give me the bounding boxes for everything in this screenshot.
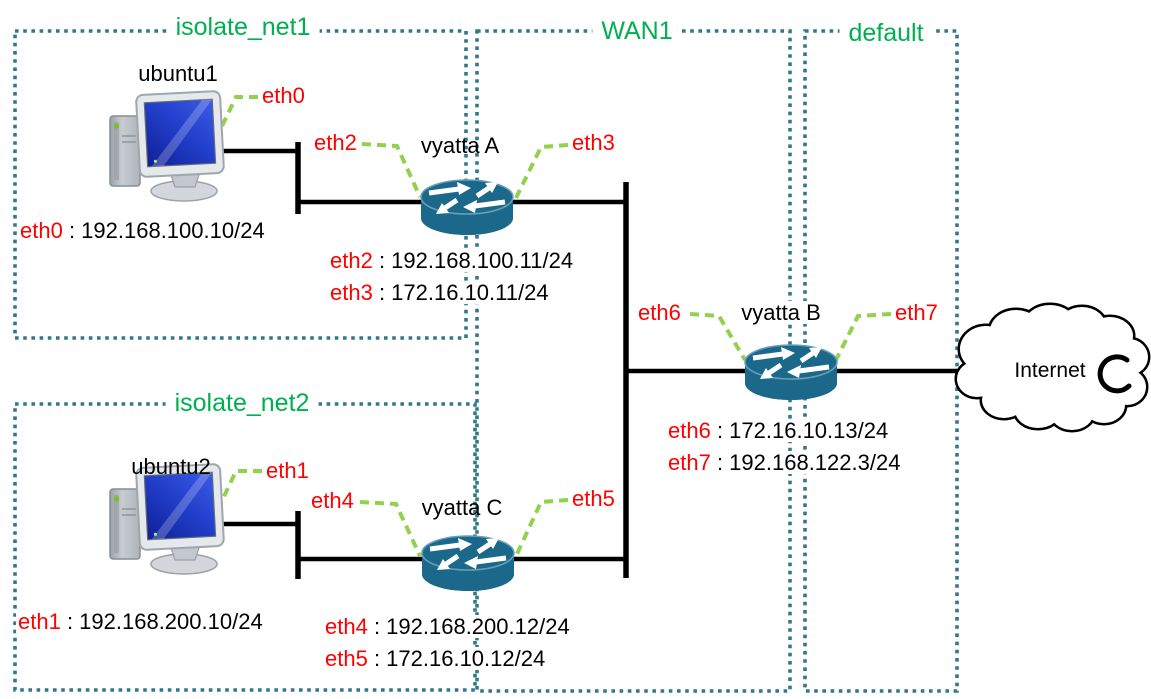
interface-tag-eth4: eth4 <box>311 488 354 513</box>
ip-label-eth2-iface: eth2 <box>330 248 373 273</box>
desktop-pc-icon-ubuntu2 <box>109 462 226 575</box>
ip-label-eth4-address: 192.168.200.12/24 <box>386 614 570 639</box>
ip-label-eth0: eth0 : 192.168.100.10/24 <box>18 218 267 243</box>
leader-eth6 <box>689 312 747 362</box>
ip-separator: : <box>710 450 730 475</box>
ip-label-eth4-iface: eth4 <box>325 614 368 639</box>
ip-label-eth7: eth7 : 192.168.122.3/24 <box>666 450 903 475</box>
ip-label-eth2: eth2 : 192.168.100.11/24 <box>328 248 576 273</box>
ip-label-eth2-address: 192.168.100.11/24 <box>391 248 574 273</box>
interface-tag-eth3: eth3 <box>572 130 615 155</box>
interface-tag-eth2: eth2 <box>314 130 357 155</box>
ip-separator: : <box>372 280 392 305</box>
ip-label-eth1-iface: eth1 <box>18 609 61 634</box>
interface-tag-eth6: eth6 <box>638 300 681 325</box>
ip-label-eth5-address: 172.16.10.12/24 <box>386 646 546 671</box>
ip-label-eth6: eth6 : 172.16.10.13/24 <box>666 418 891 443</box>
zone-label-wan1: WAN1 <box>592 18 682 44</box>
zone-label-isolate-net2: isolate_net2 <box>165 390 319 416</box>
ip-label-eth0-iface: eth0 <box>20 218 63 243</box>
interface-tag-eth0: eth0 <box>262 83 305 108</box>
ip-label-eth4: eth4 : 192.168.200.12/24 <box>323 614 572 639</box>
zone-label-isolate-net1: isolate_net1 <box>166 14 320 40</box>
ip-label-eth5: eth5 : 172.16.10.12/24 <box>323 646 548 671</box>
ip-label-eth3: eth3 : 172.16.10.11/24 <box>328 280 551 305</box>
ip-separator: : <box>367 646 387 671</box>
ip-label-eth0-address: 192.168.100.10/24 <box>81 218 265 243</box>
ip-label-eth1: eth1 : 192.168.200.10/24 <box>16 609 265 634</box>
ip-label-eth5-iface: eth5 <box>325 646 368 671</box>
leader-eth7 <box>834 312 892 361</box>
zone-label-default: default <box>839 20 933 46</box>
internet-cloud-icon <box>954 302 1151 433</box>
interface-tag-eth5: eth5 <box>572 486 615 511</box>
device-label-ubuntu1: ubuntu1 <box>138 61 218 86</box>
leader-eth3 <box>514 143 569 199</box>
cloud-curl-detail <box>1097 354 1132 394</box>
ip-separator: : <box>372 248 392 273</box>
ip-separator: : <box>62 218 82 243</box>
device-label-ubuntu2: ubuntu2 <box>131 454 211 479</box>
interface-tag-eth1: eth1 <box>266 458 309 483</box>
zone-wan1-border <box>475 29 792 693</box>
ip-label-eth7-iface: eth7 <box>668 450 711 475</box>
ip-label-eth3-address: 172.16.10.11/24 <box>391 280 549 305</box>
ip-separator: : <box>367 614 387 639</box>
device-label-vyatta-a: vyatta A <box>420 133 500 158</box>
router-icon-vyatta-b <box>745 345 837 400</box>
leader-eth4 <box>359 500 422 557</box>
device-label-internet: Internet <box>1014 359 1086 382</box>
ip-label-eth6-address: 172.16.10.13/24 <box>729 418 889 443</box>
ip-label-eth7-address: 192.168.122.3/24 <box>729 450 901 475</box>
desktop-pc-icon-ubuntu1 <box>109 89 226 202</box>
ip-label-eth3-iface: eth3 <box>330 280 373 305</box>
leader-eth2 <box>361 142 422 198</box>
interface-tag-eth7: eth7 <box>895 300 938 325</box>
zone-isolate-net1-border <box>13 29 468 340</box>
ip-label-eth1-address: 192.168.200.10/24 <box>79 609 263 634</box>
device-label-vyatta-b: vyatta B <box>737 301 825 324</box>
ip-separator: : <box>60 609 80 634</box>
ip-label-eth6-iface: eth6 <box>668 418 711 443</box>
ip-separator: : <box>710 418 730 443</box>
device-label-vyatta-c: vyatta C <box>421 495 503 520</box>
leader-eth5 <box>515 498 569 555</box>
router-icon-vyatta-a <box>421 180 513 235</box>
router-icon-vyatta-c <box>422 536 514 591</box>
